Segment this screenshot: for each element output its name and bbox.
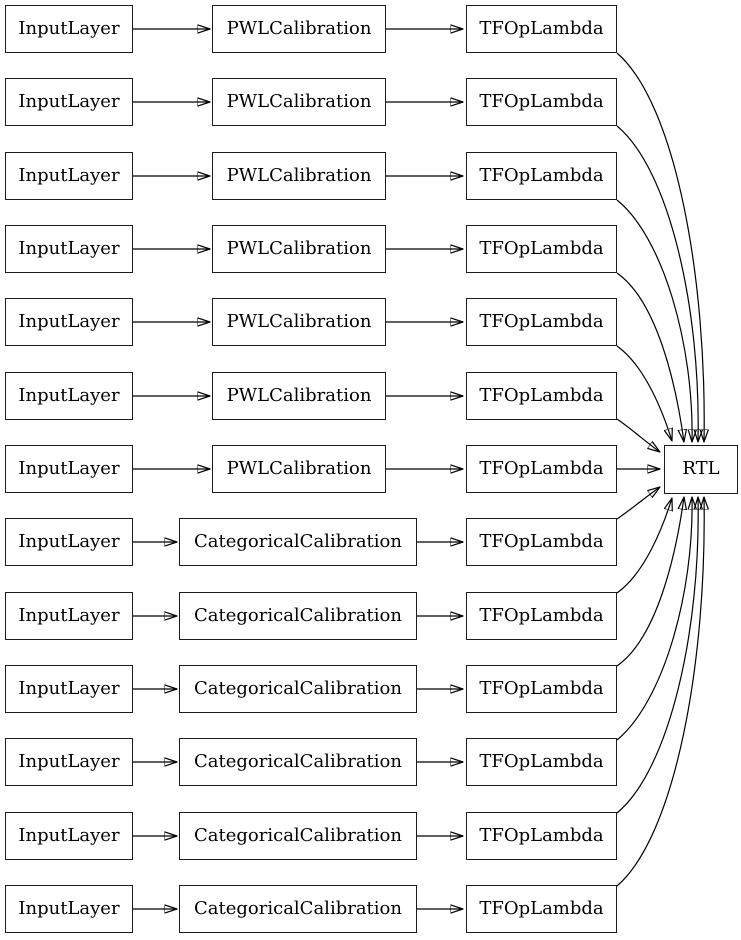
node-tfop-lambda-11: TFOpLambda [466, 738, 617, 786]
edge-lambda-rtl-13 [616, 497, 704, 887]
node-pwl-calibration-7: PWLCalibration [212, 445, 386, 493]
edge-lambda-rtl-9 [616, 498, 672, 594]
node-input-layer-5: InputLayer [5, 298, 133, 346]
edge-lambda-rtl-1 [616, 52, 704, 442]
node-pwl-calibration-4: PWLCalibration [212, 225, 386, 273]
node-categorical-calibration-8: CategoricalCalibration [179, 518, 417, 566]
node-tfop-lambda-12: TFOpLambda [466, 812, 617, 860]
edge-lambda-rtl-5 [616, 345, 672, 441]
node-input-layer-7: InputLayer [5, 445, 133, 493]
edge-lambda-rtl-4 [616, 272, 684, 442]
node-tfop-lambda-8: TFOpLambda [466, 518, 617, 566]
node-categorical-calibration-9: CategoricalCalibration [179, 592, 417, 640]
edge-lambda-rtl-6 [616, 418, 660, 452]
node-input-layer-3: InputLayer [5, 152, 133, 200]
node-pwl-calibration-5: PWLCalibration [212, 298, 386, 346]
node-categorical-calibration-10: CategoricalCalibration [179, 665, 417, 713]
edge-lambda-rtl-3 [616, 199, 692, 442]
node-tfop-lambda-3: TFOpLambda [466, 152, 617, 200]
node-pwl-calibration-3: PWLCalibration [212, 152, 386, 200]
node-tfop-lambda-13: TFOpLambda [466, 885, 617, 933]
node-input-layer-11: InputLayer [5, 738, 133, 786]
edge-lambda-rtl-10 [616, 497, 684, 667]
node-pwl-calibration-6: PWLCalibration [212, 372, 386, 420]
edge-lambda-rtl-11 [616, 497, 692, 741]
node-rtl-output: RTL [664, 445, 738, 494]
node-pwl-calibration-2: PWLCalibration [212, 78, 386, 126]
node-tfop-lambda-7: TFOpLambda [466, 445, 617, 493]
node-input-layer-6: InputLayer [5, 372, 133, 420]
node-input-layer-2: InputLayer [5, 78, 133, 126]
node-categorical-calibration-11: CategoricalCalibration [179, 738, 417, 786]
node-categorical-calibration-12: CategoricalCalibration [179, 812, 417, 860]
node-categorical-calibration-13: CategoricalCalibration [179, 885, 417, 933]
edge-lambda-rtl-12 [616, 497, 698, 814]
node-tfop-lambda-2: TFOpLambda [466, 78, 617, 126]
node-tfop-lambda-6: TFOpLambda [466, 372, 617, 420]
edge-lambda-rtl-8 [616, 487, 660, 520]
node-input-layer-10: InputLayer [5, 665, 133, 713]
node-tfop-lambda-9: TFOpLambda [466, 592, 617, 640]
node-pwl-calibration-1: PWLCalibration [212, 5, 386, 53]
node-input-layer-8: InputLayer [5, 518, 133, 566]
node-input-layer-9: InputLayer [5, 592, 133, 640]
node-tfop-lambda-1: TFOpLambda [466, 5, 617, 53]
node-input-layer-1: InputLayer [5, 5, 133, 53]
node-tfop-lambda-10: TFOpLambda [466, 665, 617, 713]
edge-lambda-rtl-2 [616, 125, 698, 442]
node-tfop-lambda-4: TFOpLambda [466, 225, 617, 273]
node-tfop-lambda-5: TFOpLambda [466, 298, 617, 346]
node-input-layer-12: InputLayer [5, 812, 133, 860]
node-input-layer-13: InputLayer [5, 885, 133, 933]
node-input-layer-4: InputLayer [5, 225, 133, 273]
